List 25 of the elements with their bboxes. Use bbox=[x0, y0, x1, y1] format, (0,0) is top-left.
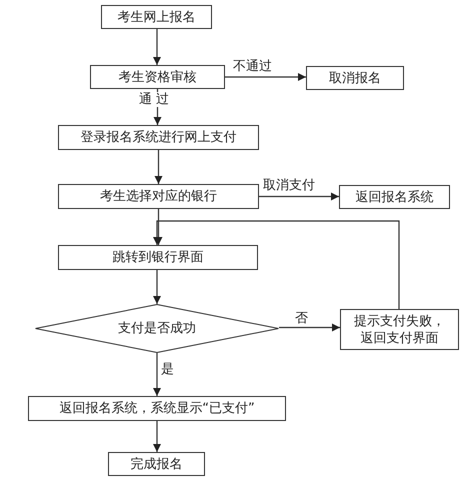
process-box: 返回报名系统 bbox=[339, 185, 450, 209]
process-box: 考生选择对应的银行 bbox=[58, 184, 259, 209]
process-box: 完成报名 bbox=[108, 452, 205, 476]
process-box: 跳转到银行界面 bbox=[58, 245, 258, 270]
process-box: 登录报名系统进行网上支付 bbox=[58, 125, 259, 150]
process-box: 考生网上报名 bbox=[101, 5, 212, 29]
edge-label: 通 过 bbox=[138, 92, 170, 107]
arrow bbox=[225, 73, 306, 81]
arrow bbox=[153, 421, 161, 452]
edge-label: 不通过 bbox=[232, 59, 273, 74]
arrow bbox=[153, 220, 400, 309]
edge-label: 是 bbox=[160, 362, 175, 377]
arrow bbox=[279, 324, 340, 332]
edge-label: 取消支付 bbox=[262, 178, 316, 193]
process-box: 返回报名系统，系统显示“已支付” bbox=[28, 396, 286, 421]
arrow bbox=[153, 29, 161, 65]
arrow bbox=[153, 270, 161, 304]
arrow bbox=[154, 150, 162, 184]
process-box: 考生资格审核 bbox=[90, 65, 225, 89]
arrow bbox=[153, 353, 161, 396]
arrow bbox=[259, 192, 339, 200]
process-box: 提示支付失败，返回支付界面 bbox=[340, 309, 459, 350]
edge-label: 否 bbox=[294, 311, 309, 326]
process-box: 取消报名 bbox=[306, 66, 404, 90]
decision-diamond: 支付是否成功 bbox=[35, 304, 279, 353]
